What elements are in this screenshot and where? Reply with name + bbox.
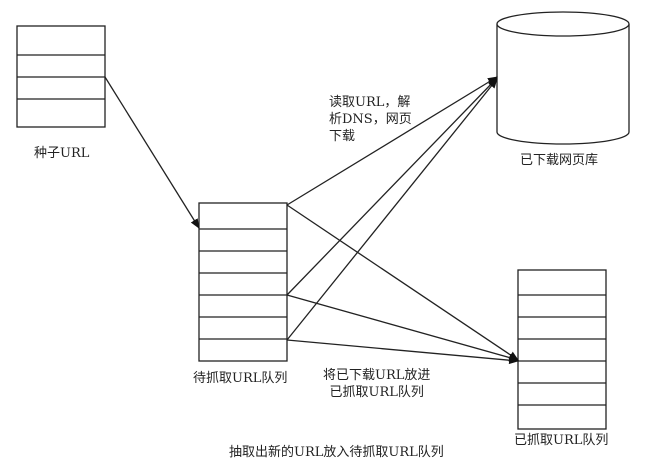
crawled-queue-box xyxy=(517,269,607,430)
seed-queue-box xyxy=(16,25,106,128)
edge-todo-to-crawled xyxy=(286,339,519,365)
edge-todo-to-crawled xyxy=(286,204,519,361)
downloaded-db-label: 已下载网页库 xyxy=(520,153,599,168)
edge-seed-to-todo xyxy=(104,76,200,229)
downloaded-db-cylinder xyxy=(496,11,630,145)
note-line: 将已下载URL放进 xyxy=(323,368,431,383)
todo-queue-box xyxy=(198,202,288,362)
note-line: 下载 xyxy=(329,129,356,144)
note-line: 读取URL，解 xyxy=(329,95,411,110)
download-step-note: 读取URL，解 析DNS，网页 下载 xyxy=(329,94,412,145)
todo-queue-label: 待抓取URL队列 xyxy=(193,371,288,386)
edge-todo-to-crawled xyxy=(286,294,519,362)
extract-step-note: 抽取出新的URL放入待抓取URL队列 xyxy=(229,445,444,460)
move-step-note: 将已下载URL放进 已抓取URL队列 xyxy=(323,367,430,401)
edge-todo-to-db xyxy=(286,77,498,296)
note-line: 析DNS，网页 xyxy=(329,112,412,127)
edge-todo-to-db xyxy=(286,76,498,206)
note-line: 已抓取URL队列 xyxy=(329,385,424,400)
edge-todo-to-db xyxy=(286,78,498,341)
seed-queue-label: 种子URL xyxy=(34,146,90,161)
crawled-queue-label: 已抓取URL队列 xyxy=(514,433,609,448)
